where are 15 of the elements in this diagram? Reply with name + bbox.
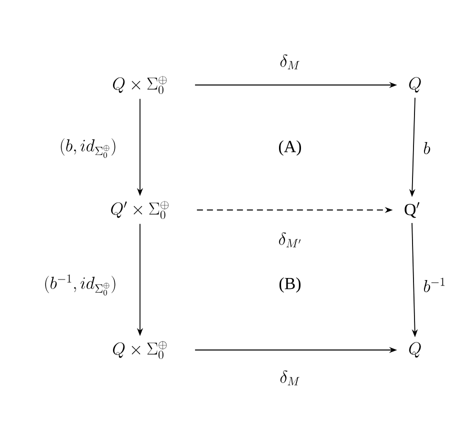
math-expression: $Q$ — [409, 342, 421, 358]
edge-label: $(b^{-1}, id_{\Sigma_0^{\oplus}})$ — [45, 274, 116, 296]
math-expression: $Q' \times \Sigma_0^{\oplus}$ — [111, 201, 169, 219]
edge-label: $\delta_M$ — [280, 370, 300, 386]
region-label: (A) — [279, 140, 301, 156]
region-label: (B) — [279, 277, 301, 293]
edge-label: $(b, id_{\Sigma_0^{\oplus}})$ — [60, 138, 116, 158]
math-expression: $Q \times \Sigma_0^{\oplus}$ — [113, 341, 167, 359]
edge-label: $\delta_M$ — [280, 54, 300, 70]
math-expression: $Q \times \Sigma_0^{\oplus}$ — [113, 76, 167, 94]
edge-label: $b^{-1}$ — [424, 278, 445, 292]
edge-label: $\delta_{M'}$ — [279, 232, 301, 248]
math-expression: $Q$ — [409, 77, 421, 93]
edge-label: $b$ — [424, 142, 430, 154]
math-expression: $\mathrm{Q}'$ — [404, 202, 420, 218]
